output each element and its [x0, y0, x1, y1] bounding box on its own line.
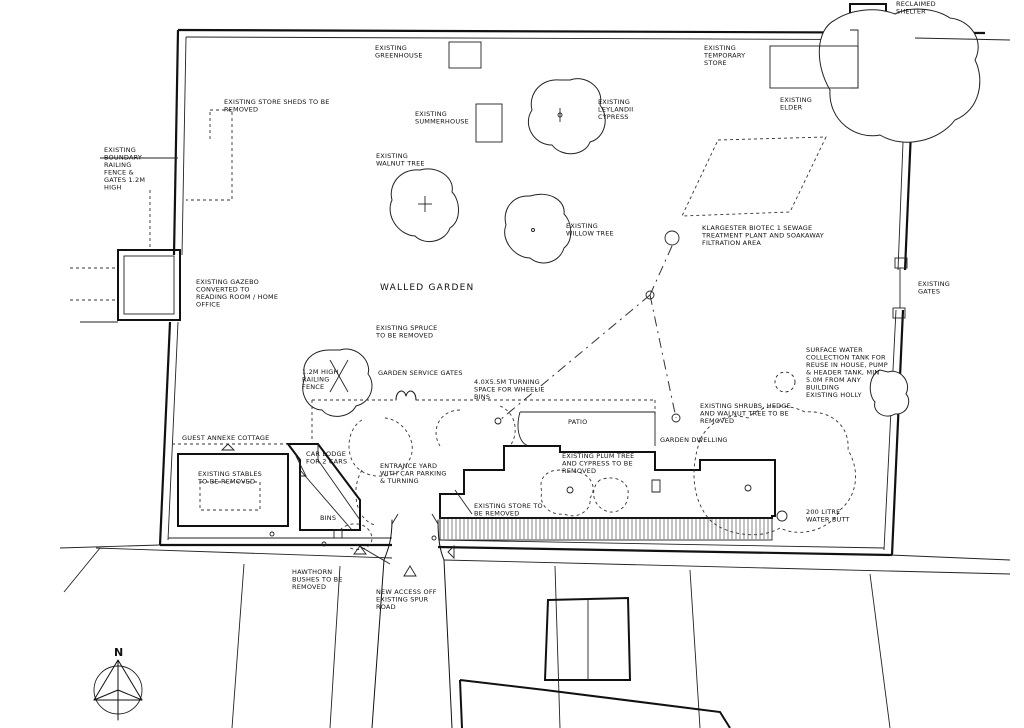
existing-gates-right — [892, 257, 908, 319]
label-guest-annexe: Guest Annexe Cottage — [182, 434, 269, 442]
entrance-yard — [348, 417, 413, 526]
label-bins: Bins — [320, 514, 336, 522]
bins — [269, 529, 437, 547]
guest-annexe-cottage — [177, 443, 289, 527]
existing-gazebo — [70, 190, 181, 321]
existing-summerhouse — [475, 103, 503, 143]
car-lodge — [286, 443, 361, 531]
existing-holly — [774, 369, 910, 417]
drainage-runs — [499, 245, 681, 423]
label-patio: Patio — [568, 418, 587, 426]
hedge-strip — [439, 517, 773, 541]
klargester-soakaway-area — [664, 136, 827, 246]
walnut-tree — [389, 168, 459, 243]
existing-elder-tree — [818, 8, 981, 143]
shrubs-walnut-tree — [693, 405, 856, 536]
turning-space — [435, 405, 516, 447]
willow-tree — [504, 193, 572, 264]
plum-tree-cypress — [540, 469, 629, 517]
label-walled-garden: Walled Garden — [380, 283, 474, 293]
neighbouring-house — [459, 596, 731, 728]
label-existing-holly: Existing Holly — [806, 391, 862, 399]
north-arrow: N — [93, 646, 143, 721]
new-access-road — [353, 513, 455, 728]
leylandii-cypress-tree — [527, 78, 606, 155]
north-label: N — [114, 646, 123, 659]
store-sheds-dashed — [186, 109, 233, 201]
existing-temporary-store — [769, 45, 859, 89]
existing-greenhouse — [448, 41, 482, 69]
surrounding-context — [59, 37, 1011, 728]
water-butt — [776, 510, 788, 522]
spruce-tree-removed — [302, 348, 373, 417]
garden-dwelling — [439, 445, 776, 519]
label-garden-dwelling: Garden Dwelling — [660, 436, 728, 444]
label-garden-service-gates: Garden Service Gates — [378, 369, 463, 377]
